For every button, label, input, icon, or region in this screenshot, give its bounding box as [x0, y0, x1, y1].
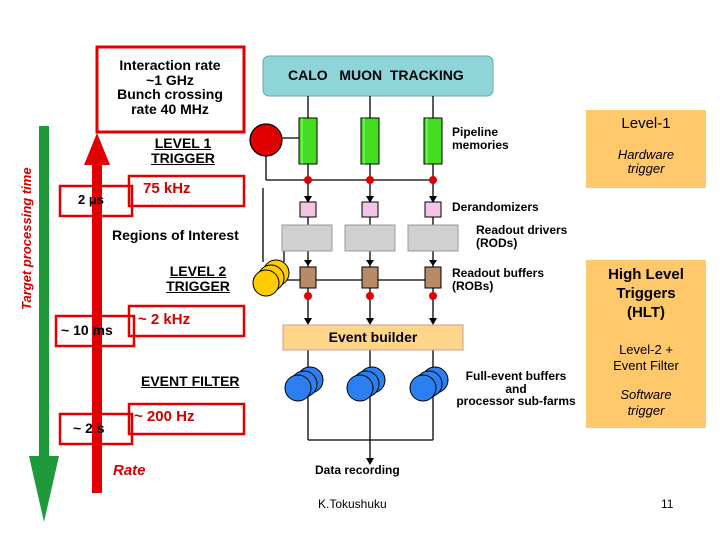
event-filter-label: EVENT FILTER — [141, 373, 240, 389]
farms-label: Full-event buffers and processor sub-far… — [456, 369, 576, 409]
rate-75khz: 75 kHz — [143, 180, 191, 197]
readout-buffers — [299, 266, 442, 289]
level1-side-label: Level-1 — [621, 115, 671, 132]
pipeline-memories — [298, 117, 443, 165]
derandomizers — [299, 201, 442, 218]
readout-trigger-dots — [304, 176, 437, 300]
rate-axis-label: Rate — [113, 462, 146, 479]
time-box-2us — [58, 184, 134, 218]
data-recording-label: Data recording — [315, 463, 400, 477]
footer-author: K.Tokushuku — [318, 497, 387, 511]
hardware-trigger-label: Hardware trigger — [617, 147, 675, 176]
regions-of-interest-label: Regions of Interest — [112, 227, 239, 243]
level2-trigger-label: LEVEL 2 TRIGGER — [166, 263, 230, 294]
page-number: 11 — [661, 497, 674, 511]
derandomizers-label: Derandomizers — [452, 200, 539, 214]
processing-time-axis-label: Target processing time — [19, 167, 34, 310]
detector-box — [262, 55, 494, 97]
rate-box-2khz — [127, 304, 246, 338]
rate-box-200hz — [127, 402, 246, 436]
time-box-10ms — [54, 314, 136, 348]
processor-subfarms — [284, 366, 449, 402]
level1-trigger-label: LEVEL 1 TRIGGER — [151, 135, 215, 166]
time-2us: 2 μs — [78, 192, 105, 207]
time-2s: ~ 2 s — [73, 420, 105, 436]
rate-200hz: ~ 200 Hz — [134, 408, 195, 425]
software-trigger-label: Software trigger — [620, 387, 672, 418]
time-10ms: ~ 10 ms — [61, 322, 113, 338]
hlt-label: High Level Triggers (HLT) — [608, 266, 684, 321]
pipeline-memories-label: Pipeline memories — [452, 125, 509, 152]
time-box-2s — [58, 412, 134, 446]
level2-ef-label: Level-2 + Event Filter — [613, 342, 679, 373]
rate-2khz: ~ 2 kHz — [138, 311, 191, 328]
level1-trigger-node — [249, 123, 283, 157]
rate-arrow — [84, 133, 110, 493]
rods-label: Readout drivers (RODs) — [476, 223, 568, 250]
hlt-panel — [586, 260, 706, 428]
event-builder-bar — [282, 324, 464, 351]
level2-processors — [252, 259, 290, 297]
interaction-rate-box — [95, 45, 246, 134]
level1-panel — [586, 110, 706, 188]
robs-label: Readout buffers (ROBs) — [452, 266, 545, 293]
event-builder-label: Event builder — [328, 329, 418, 345]
detectors-label: CALO MUON TRACKING — [288, 67, 464, 83]
rate-box-75khz — [127, 174, 246, 208]
interaction-rate-text: Interaction rate ~1 GHz Bunch crossing r… — [117, 57, 223, 118]
readout-drivers — [281, 224, 459, 252]
processing-time-arrow — [29, 126, 59, 522]
